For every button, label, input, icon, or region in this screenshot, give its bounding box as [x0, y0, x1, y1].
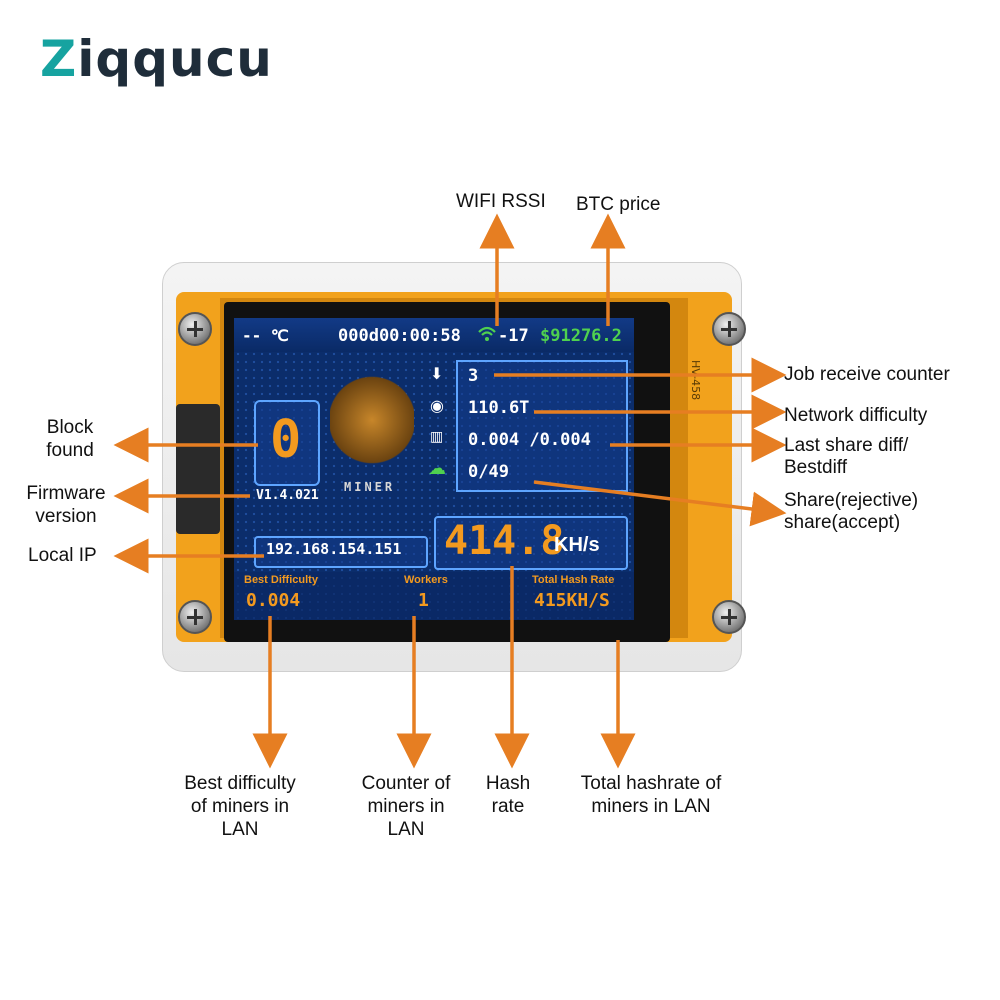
callout-counter-2: miners in: [367, 796, 445, 817]
workers-label: Workers: [404, 574, 448, 586]
temperature-readout: -- ℃: [242, 326, 289, 345]
callout-local-ip: Local IP: [28, 545, 97, 566]
block-found-count: 0: [270, 410, 302, 470]
callout-network-difficulty: Network difficulty: [784, 405, 928, 426]
cloud-upload-icon: ☁: [428, 458, 446, 478]
bar-chart-icon: ▥: [430, 428, 444, 444]
sd-card-slot: [176, 404, 220, 534]
total-hash-value: 415KH/S: [534, 590, 610, 611]
arrow-shares: [533, 480, 787, 527]
share-difficulty: 0.004 /0.004: [468, 430, 591, 450]
callout-total-hash-1: Total hashrate of: [580, 773, 722, 794]
callout-firmware-2: version: [35, 506, 97, 527]
block-found-box: [254, 400, 320, 486]
callout-share-accept: share(accept): [784, 512, 901, 533]
screw-icon: [178, 600, 212, 634]
callout-share-rejective: Share(rejective): [784, 490, 919, 511]
firmware-version: V1.4.021: [256, 488, 319, 503]
download-icon: ⬇: [430, 366, 444, 383]
callout-block-found-1: Block: [46, 417, 94, 438]
callout-hash-2: rate: [491, 796, 525, 817]
workers-value: 1: [418, 590, 429, 611]
miner-screen: -- ℃ 000d00:00:58 -17 $91276.2 ⬇ ◉ ▥ ☁ 3…: [234, 318, 634, 620]
screen-header: [234, 318, 634, 352]
btc-price-readout: $91276.2: [540, 326, 622, 346]
callout-firmware-1: Firmware: [26, 483, 106, 504]
callout-best-diff-2: of miners in: [190, 796, 290, 817]
callout-last-share-diff: Last share diff/: [784, 435, 909, 456]
callout-best-diff-3: LAN: [221, 819, 259, 840]
callout-best-diff-1: Best difficulty: [184, 773, 296, 794]
screw-icon: [712, 600, 746, 634]
miner-logo-text: MINER: [344, 480, 396, 494]
miner-logo-icon: [330, 376, 414, 464]
callout-block-found-2: found: [46, 440, 94, 461]
bottom-bar: [234, 572, 634, 620]
brand-logo-rest: iqqucu: [77, 30, 273, 88]
screw-icon: [712, 312, 746, 346]
best-difficulty-value: 0.004: [246, 590, 301, 611]
callout-total-hash-2: miners in LAN: [591, 796, 711, 817]
callout-job-counter: Job receive counter: [784, 364, 950, 385]
local-ip-panel: [254, 536, 428, 568]
shares-count: 0/49: [468, 462, 509, 482]
network-difficulty: 110.6T: [468, 398, 530, 418]
stats-panel: [456, 360, 628, 492]
hash-rate-unit: KH/s: [554, 534, 600, 556]
callout-hash-1: Hash: [485, 773, 531, 794]
best-difficulty-label: Best Difficulty: [244, 574, 318, 586]
callout-wifi-rssi: WIFI RSSI: [456, 191, 546, 212]
brand-logo-mark: Z: [40, 30, 78, 88]
local-ip: 192.168.154.151: [266, 540, 402, 558]
callout-bestdiff: Bestdiff: [784, 457, 848, 478]
hashrate-panel: [434, 516, 628, 570]
rssi-readout: -17: [498, 326, 529, 346]
globe-icon: ◉: [430, 398, 444, 415]
uptime-readout: 000d00:00:58: [338, 326, 461, 346]
callout-counter-3: LAN: [387, 819, 425, 840]
total-hash-label: Total Hash Rate: [532, 574, 615, 586]
hash-rate-value: 414.8: [444, 518, 565, 564]
callout-counter-1: Counter of: [361, 773, 451, 794]
job-counter: 3: [468, 366, 479, 386]
wifi-icon: [478, 326, 496, 347]
screw-icon: [178, 312, 212, 346]
brand-logo: Ziqqucu: [40, 34, 273, 84]
callout-btc-price: BTC price: [576, 194, 661, 215]
